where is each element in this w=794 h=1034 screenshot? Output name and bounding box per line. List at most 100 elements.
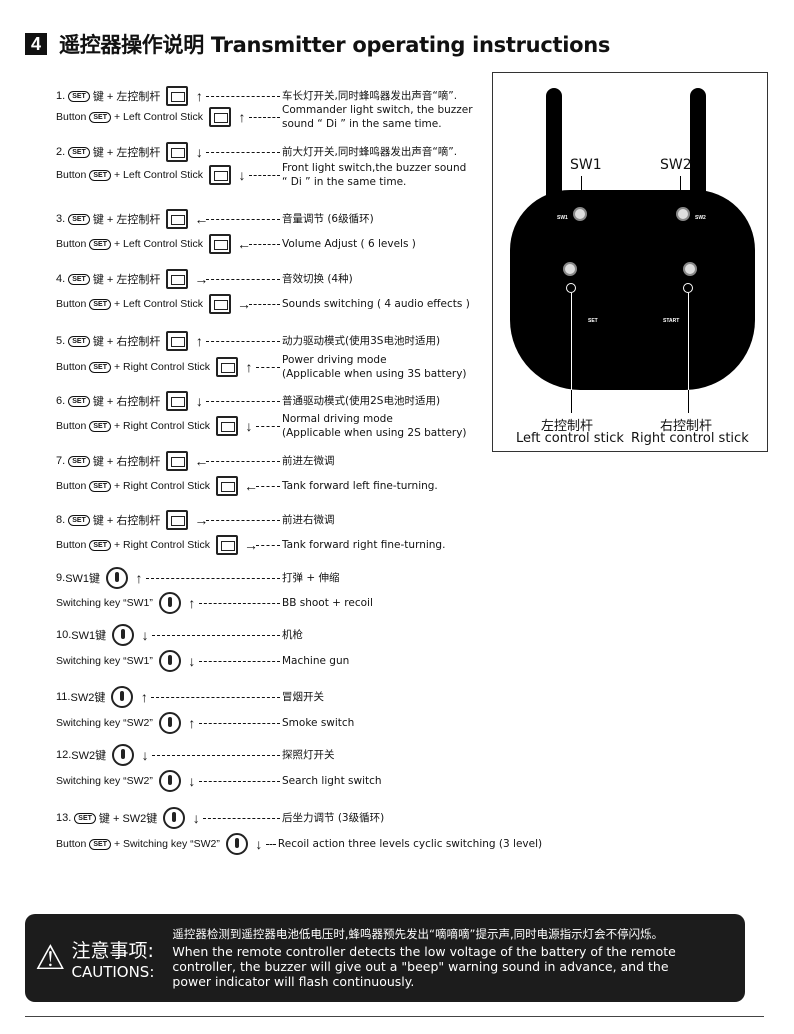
switch-down-icon: [156, 648, 184, 674]
arrow-icon: →: [194, 512, 209, 528]
description-line: 前大灯开关,同时蜂鸣器发出声音“嘀”.: [282, 146, 458, 158]
leader-line: [248, 303, 280, 305]
stick-left-icon: [213, 473, 241, 499]
row-number: 2.: [56, 146, 66, 158]
stick-left-icon: [163, 206, 191, 232]
cautions-text-zh: 遥控器检测到遥控器电池低电压时,蜂鸣器预先发出“嘀嘀嘀”提示声,同时电源指示灯会…: [172, 927, 664, 941]
description-line: 音效切换 (4种): [282, 273, 353, 285]
arrow-icon: ↑: [195, 333, 203, 349]
arrow-icon: ↑: [135, 570, 143, 586]
right-stick-label-zh: 右控制杆: [660, 419, 713, 434]
set-button-icon: SET: [89, 111, 111, 123]
leader-line: [151, 696, 280, 698]
set-button-icon: SET: [68, 213, 90, 225]
left-stick-label-zh: 左控制杆: [541, 419, 594, 434]
row-key: SW1键: [71, 630, 107, 642]
row-description: Tank forward right fine-turning.: [282, 538, 445, 552]
sw1-callout-line: [581, 176, 582, 196]
row-description: BB shoot + recoil: [282, 596, 373, 610]
row-number: 13.: [56, 812, 72, 824]
set-button-icon: SET: [68, 90, 90, 102]
switch-up-icon: [108, 684, 136, 710]
stick-down-icon: [206, 162, 234, 188]
arrow-icon: →: [194, 271, 209, 287]
right-stick-icon: [683, 262, 697, 276]
row-description: Front light switch,the buzzer sound“ Di …: [282, 161, 466, 189]
arrow-icon: ↑: [245, 359, 253, 375]
warning-icon: ⚠: [35, 939, 66, 977]
instruction-row: Switching key “SW2”↑Smoke switch: [56, 710, 354, 736]
row-description: 音量调节 (6级循环): [282, 212, 374, 226]
switch-down-icon: [160, 805, 188, 831]
description-line: 音量调节 (6级循环): [282, 213, 374, 225]
leader-line: [206, 151, 280, 153]
leader-line: [152, 754, 280, 756]
sw2-toggle-icon: [676, 207, 690, 221]
row-description: 冒烟开关: [282, 690, 324, 704]
set-button-icon: SET: [68, 514, 90, 526]
set-button-icon: SET: [68, 273, 90, 285]
set-button-icon: SET: [68, 146, 90, 158]
row-control: + Right Control Stick: [113, 361, 210, 373]
row-control: 键 + 右控制杆: [92, 456, 161, 468]
row-number: 7.: [56, 455, 66, 467]
description-line: BB shoot + recoil: [282, 597, 373, 609]
row-description: Sounds switching ( 4 audio effects ): [282, 297, 470, 311]
row-control: + Left Control Stick: [113, 111, 203, 123]
arrow-icon: ←: [243, 478, 258, 494]
row-control: + Left Control Stick: [113, 169, 203, 181]
description-line: Smoke switch: [282, 717, 355, 729]
left-stick-marker: [566, 283, 576, 293]
row-number: 6.: [56, 395, 66, 407]
set-button-icon: SET: [89, 539, 111, 551]
description-line: Volume Adjust ( 6 levels ): [282, 238, 416, 250]
set-button-icon: SET: [68, 455, 90, 467]
description-line: 车长灯开关,同时蜂鸣器发出声音“嘀”.: [282, 90, 458, 102]
right-antenna: [690, 88, 706, 208]
set-button-icon: SET: [74, 812, 96, 824]
stick-right-icon: [206, 291, 234, 317]
description-line: 前进右微调: [282, 514, 335, 526]
leader-line: [206, 278, 280, 280]
arrow-icon: ↓: [188, 773, 196, 789]
arrow-icon: ↑: [238, 109, 246, 125]
stick-left-icon: [163, 448, 191, 474]
row-description: Search light switch: [282, 774, 382, 788]
row-description: 普通驱动模式(使用2S电池时适用): [282, 394, 440, 408]
row-key: Button: [56, 838, 87, 850]
stick-up-icon: [163, 328, 191, 354]
row-control: 键 + 左控制杆: [92, 274, 161, 286]
stick-up-icon: [163, 83, 191, 109]
arrow-icon: ↓: [192, 810, 200, 826]
left-stick-line: [571, 293, 572, 413]
section-number: 4: [25, 33, 47, 55]
row-key: Button: [56, 298, 87, 310]
controller-diagram: [492, 72, 768, 452]
row-number: 12.: [56, 749, 72, 761]
stick-up-icon: [213, 354, 241, 380]
instruction-row: 12.SW2键↓探照灯开关: [56, 742, 335, 768]
left-stick-label-en: Left control stick: [516, 431, 624, 446]
row-key: Button: [56, 420, 87, 432]
row-control: 键 + 左控制杆: [92, 91, 161, 103]
leader-line: [255, 425, 280, 427]
sw1-label: SW1: [570, 157, 602, 173]
set-button-icon: SET: [89, 480, 111, 492]
sw2-small-label: SW2: [695, 215, 706, 221]
right-stick-line: [688, 293, 689, 390]
row-description: Recoil action three levels cyclic switch…: [278, 837, 542, 851]
set-button-icon: SET: [89, 298, 111, 310]
cautions-text-en-1: When the remote controller detects the l…: [172, 944, 676, 959]
row-control: + Right Control Stick: [113, 480, 210, 492]
leader-line: [206, 460, 280, 462]
